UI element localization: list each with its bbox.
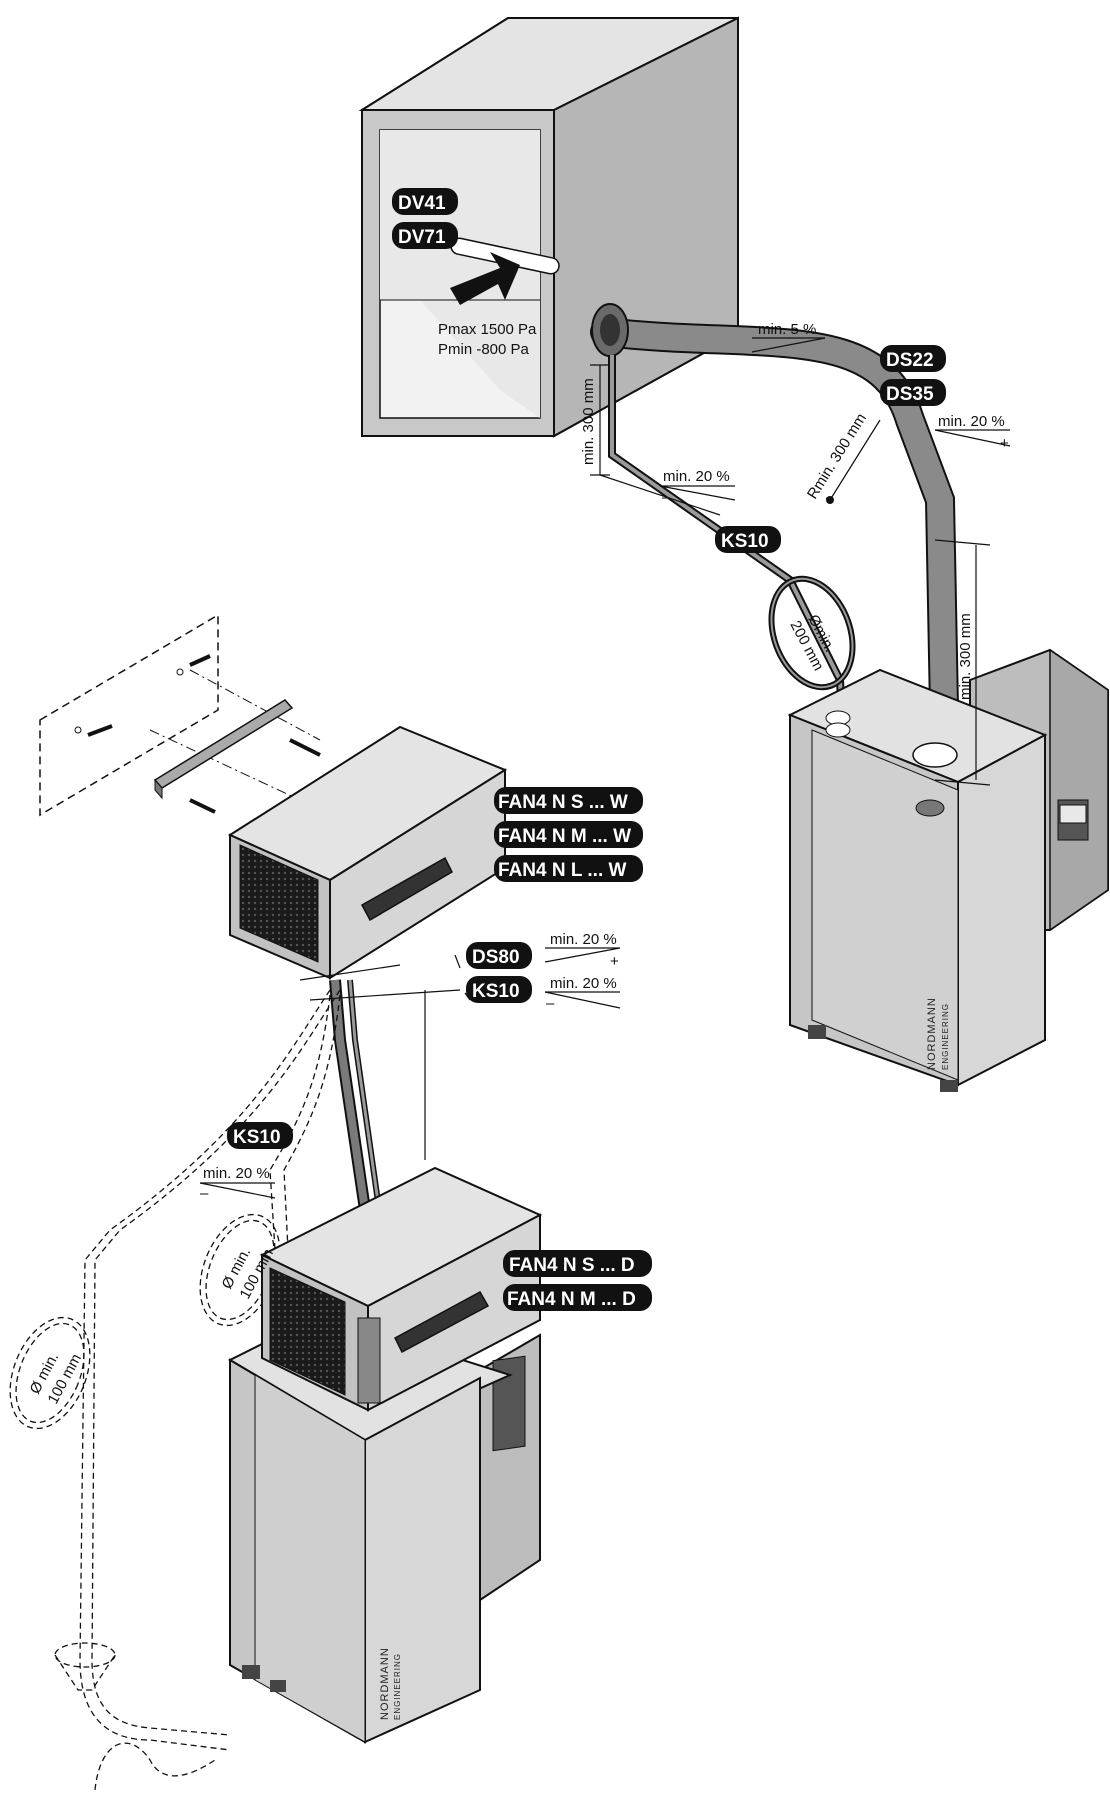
- label-dv71: DV71: [392, 222, 458, 249]
- label-ks10-top: KS10: [715, 526, 781, 553]
- min300-left-text: min. 300 mm: [580, 378, 597, 465]
- label-ds22: DS22: [880, 345, 946, 372]
- svg-text:DS80: DS80: [472, 947, 520, 968]
- svg-text:DV41: DV41: [398, 193, 446, 214]
- slope-left-min20-text: min. 20 %: [203, 1165, 270, 1182]
- svg-text:DS22: DS22: [886, 350, 934, 371]
- svg-text:KS10: KS10: [233, 1127, 281, 1148]
- svg-text:FAN4 N M ... D: FAN4 N M ... D: [507, 1289, 636, 1310]
- slope-left-minus: –: [200, 1185, 209, 1202]
- svg-text:KS10: KS10: [472, 981, 520, 1002]
- slope-ks-min20-text: min. 20 %: [663, 468, 730, 485]
- pmax-text: Pmax 1500 Pa: [438, 321, 537, 338]
- label-fan4-nsd: FAN4 N S ... D: [503, 1250, 652, 1277]
- slope-ks10-minus: –: [546, 995, 555, 1012]
- label-dv41: DV41: [392, 188, 458, 215]
- slope-min5-text: min. 5 %: [758, 321, 816, 338]
- slope-indicators: [199, 337, 1011, 1199]
- condensate-route-dashed: [79, 989, 331, 1751]
- label-fan4-nmd: FAN4 N M ... D: [503, 1284, 652, 1311]
- label-ks10-mid: KS10: [466, 976, 532, 1003]
- label-ds80: DS80: [466, 942, 532, 969]
- svg-text:DS35: DS35: [886, 384, 934, 405]
- svg-text:FAN4 N M ... W: FAN4 N M ... W: [498, 826, 631, 847]
- drain-funnel: [54, 1642, 216, 1791]
- slope-ds-plus: +: [1000, 435, 1009, 452]
- humidifier-unit-right: NORDMANN ENGINEERING: [787, 648, 1109, 1092]
- slope-ds-min20-text: min. 20 %: [938, 413, 1005, 430]
- label-fan4-nlw: FAN4 N L ... W: [494, 855, 643, 882]
- radius-center-dot: [826, 496, 834, 504]
- brand-engineering-right: ENGINEERING: [941, 1003, 950, 1070]
- slope-ks10-min20-text: min. 20 %: [550, 975, 617, 992]
- slope-ks-minus: –: [662, 489, 671, 506]
- brand-engineering-lower: ENGINEERING: [393, 1653, 402, 1720]
- slope-ds80-plus: +: [610, 953, 619, 970]
- svg-text:FAN4 N L ... W: FAN4 N L ... W: [498, 860, 627, 881]
- brand-nordmann-right: NORDMANN: [926, 997, 938, 1070]
- fan-unit-upper: [227, 725, 508, 980]
- dimension-lines: [299, 364, 991, 1001]
- label-ds35: DS35: [880, 379, 946, 406]
- svg-text:FAN4 N S ... D: FAN4 N S ... D: [509, 1255, 635, 1276]
- svg-text:FAN4 N S ... W: FAN4 N S ... W: [498, 792, 628, 813]
- brand-nordmann-lower: NORDMANN: [379, 1647, 391, 1720]
- svg-text:DV71: DV71: [398, 227, 446, 248]
- label-ks10-left: KS10: [227, 1122, 293, 1149]
- label-fan4-nsw: FAN4 N S ... W: [494, 787, 643, 814]
- svg-text:KS10: KS10: [721, 531, 769, 552]
- slope-ds80-min20-text: min. 20 %: [550, 931, 617, 948]
- hose-connector: [591, 303, 629, 357]
- wall-mount: [39, 613, 321, 817]
- min300-right-text: min. 300 mm: [957, 613, 974, 700]
- pmin-text: Pmin -800 Pa: [438, 341, 530, 358]
- loop-ellipse-left: [15, 1322, 85, 1424]
- fan-unit-lower: [259, 1166, 543, 1412]
- label-fan4-nmw: FAN4 N M ... W: [494, 821, 643, 848]
